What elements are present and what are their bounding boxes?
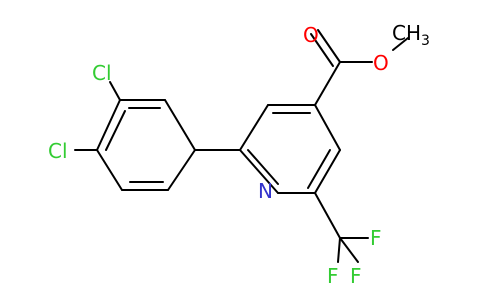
atom-n: N: [258, 179, 273, 203]
atom-f-right: F: [370, 226, 382, 250]
bond-o-ch3: [392, 37, 409, 51]
bond-c-cl1: [109, 81, 121, 101]
bond-c-f3: [337, 237, 341, 263]
dichlorophenyl-ring: [96, 99, 196, 191]
atom-o-carbonyl: O: [303, 23, 319, 47]
bond-ar5: [96, 149, 123, 191]
atom-ch3: CH3: [392, 21, 430, 49]
bond-py4: [314, 149, 341, 194]
bond-co-double-b: [310, 33, 334, 67]
atom-ch3-sub: 3: [421, 33, 430, 49]
atom-o-ester: O: [373, 51, 389, 75]
bond-ar6: [96, 99, 121, 151]
bond-c-carbonyl: [314, 61, 341, 106]
bond-c-cf3: [314, 192, 341, 239]
bond-ar-double3: [105, 110, 126, 151]
bond-ar2: [164, 99, 196, 151]
atom-f-bottom: F: [327, 264, 339, 288]
bond-c-f2: [339, 237, 359, 263]
bond-co-double-a: [317, 29, 341, 63]
bond-py1: [239, 104, 269, 151]
bond-py-double3: [247, 149, 279, 185]
atom-cl-top: Cl: [92, 61, 112, 85]
bond-py3: [314, 104, 341, 151]
bond-py-double2: [307, 149, 331, 189]
bond-ar3: [167, 149, 196, 191]
pyridine-ring: [239, 104, 341, 194]
bond-py5: [239, 149, 279, 194]
atom-ch3-main: CH: [392, 21, 421, 45]
atom-cl-left: Cl: [48, 139, 68, 163]
atom-f-bottom-right: F: [350, 264, 362, 288]
